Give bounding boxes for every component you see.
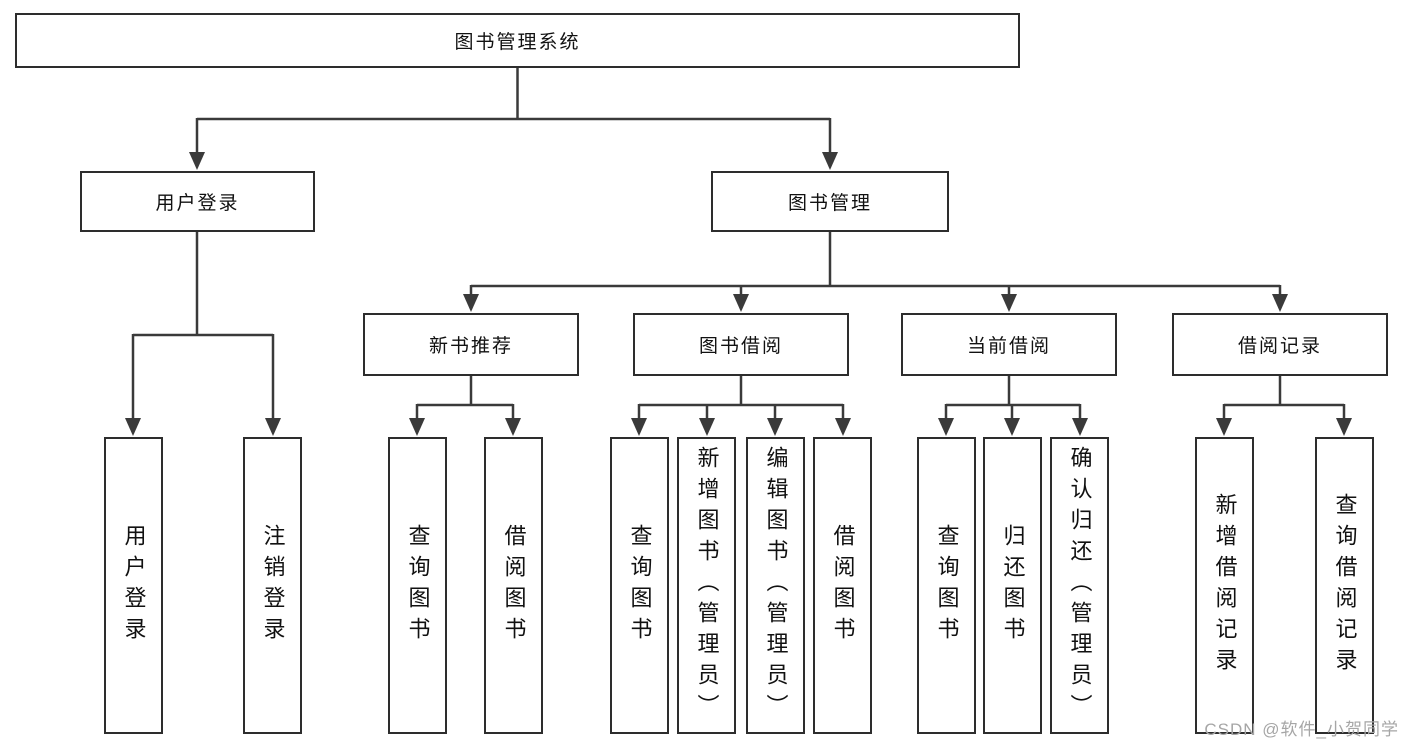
node-leaf-add-borrow-record: 新增借阅记录 (1195, 437, 1254, 734)
node-leaf-confirm-return-admin: 确认归还（管理员） (1050, 437, 1109, 734)
node-current-borrowing: 当前借阅 (901, 313, 1117, 376)
node-user-login: 用户登录 (80, 171, 315, 232)
node-leaf-query-borrow-record: 查询借阅记录 (1315, 437, 1374, 734)
node-leaf-add-borrow-record-label: 新增借阅记录 (1212, 492, 1238, 679)
node-leaf-query-books-recommend: 查询图书 (388, 437, 447, 734)
node-leaf-borrow-books-recommend: 借阅图书 (484, 437, 543, 734)
node-book-management-label: 图书管理 (787, 193, 872, 214)
node-leaf-query-books-current-label: 查询图书 (934, 523, 960, 648)
node-leaf-edit-books-admin-label: 编辑图书（管理员） (763, 446, 789, 725)
node-leaf-query-books-current: 查询图书 (917, 437, 976, 734)
node-leaf-user-login: 用户登录 (104, 437, 163, 734)
csdn-watermark: CSDN @软件_小贺同学 (1204, 720, 1399, 739)
node-root-label: 图书管理系统 (454, 32, 581, 53)
node-leaf-add-books-admin: 新增图书（管理员） (677, 437, 736, 734)
node-new-book-recommend: 新书推荐 (363, 313, 579, 376)
node-leaf-logout: 注销登录 (243, 437, 302, 734)
node-user-login-label: 用户登录 (155, 193, 240, 214)
node-leaf-query-books-recommend-label: 查询图书 (405, 523, 431, 648)
node-leaf-edit-books-admin: 编辑图书（管理员） (746, 437, 805, 734)
node-leaf-borrow-books-borrowing-label: 借阅图书 (830, 523, 856, 648)
node-leaf-query-books-borrowing: 查询图书 (610, 437, 669, 734)
node-borrow-records-label: 借阅记录 (1237, 336, 1322, 357)
node-leaf-return-books: 归还图书 (983, 437, 1042, 734)
node-borrow-records: 借阅记录 (1172, 313, 1388, 376)
arrowheads (125, 152, 1352, 436)
node-new-book-recommend-label: 新书推荐 (428, 336, 513, 357)
node-leaf-user-login-label: 用户登录 (121, 523, 147, 648)
node-leaf-add-books-admin-label: 新增图书（管理员） (694, 446, 720, 725)
node-leaf-confirm-return-admin-label: 确认归还（管理员） (1067, 446, 1093, 725)
node-book-borrowing-label: 图书借阅 (698, 336, 783, 357)
node-leaf-query-borrow-record-label: 查询借阅记录 (1332, 492, 1358, 679)
node-book-management: 图书管理 (711, 171, 949, 232)
node-leaf-borrow-books-borrowing: 借阅图书 (813, 437, 872, 734)
node-root-system: 图书管理系统 (15, 13, 1020, 68)
node-leaf-borrow-books-recommend-label: 借阅图书 (501, 523, 527, 648)
node-current-borrowing-label: 当前借阅 (966, 336, 1051, 357)
node-book-borrowing: 图书借阅 (633, 313, 849, 376)
node-leaf-logout-label: 注销登录 (260, 523, 286, 648)
node-leaf-query-books-borrowing-label: 查询图书 (627, 523, 653, 648)
node-leaf-return-books-label: 归还图书 (1000, 523, 1026, 648)
